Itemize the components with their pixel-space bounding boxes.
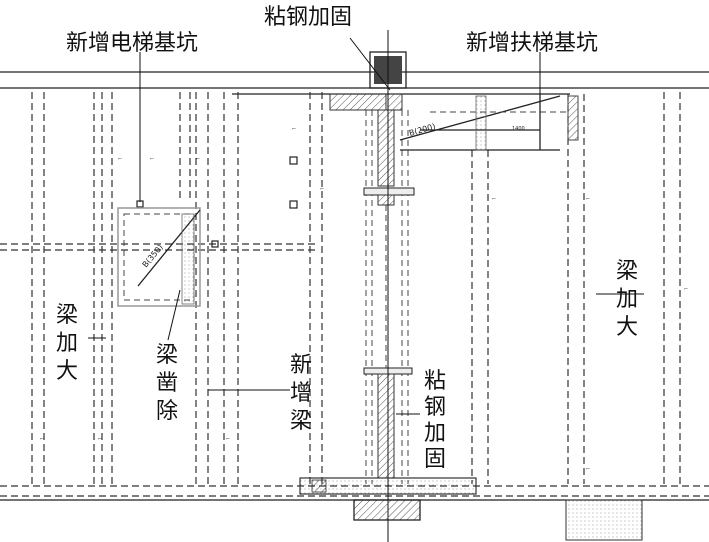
- svg-text:⌐: ⌐: [98, 436, 102, 442]
- beam-enlarge-left-1: 梁: [56, 303, 78, 328]
- dimension-label: 1400: [512, 126, 525, 132]
- steel-mid-4: 固: [424, 447, 446, 472]
- escalator-pit: B(200) 1400: [399, 94, 579, 151]
- svg-text:⌐: ⌐: [118, 156, 122, 162]
- escalator-pit-label: 新增扶梯基坑: [466, 31, 598, 56]
- beam-enlarge-right-1: 梁: [616, 259, 638, 284]
- leader-lines: [88, 37, 644, 415]
- svg-text:⌐: ⌐: [40, 436, 44, 442]
- beam-remove-3: 除: [156, 399, 178, 424]
- beam-enlarge-left-3: 大: [56, 359, 78, 384]
- bottom-column: [299, 477, 643, 541]
- steel-top-label: 粘钢加固: [264, 5, 352, 30]
- beam-marks: ⌐ ⌐ ⌐ ⌐ ⌐ ⌐ ⌐ ⌐ ⌐ ⌐ ⌐ ⌐: [40, 126, 688, 472]
- svg-text:⌐: ⌐: [320, 186, 324, 192]
- svg-text:⌐: ⌐: [150, 156, 154, 162]
- steel-reinforced-beam: [363, 30, 415, 542]
- elevator-section-label: B(350): [141, 243, 165, 269]
- top-beam: [0, 71, 709, 95]
- beam-remove-1: 梁: [156, 343, 178, 368]
- steel-mid-1: 粘: [424, 369, 446, 394]
- steel-mid-2: 钢: [424, 395, 446, 420]
- steel-mid-3: 加: [424, 421, 446, 446]
- beam-enlarge-left-2: 加: [56, 331, 78, 356]
- new-beam-1: 新: [290, 353, 312, 378]
- svg-text:⌐: ⌐: [196, 156, 200, 162]
- svg-text:⌐: ⌐: [292, 126, 296, 132]
- svg-text:⌐: ⌐: [586, 196, 590, 202]
- new-beam-2: 增: [290, 381, 312, 406]
- labels: 新增电梯基坑 粘钢加固 新增扶梯基坑 梁 加 大 梁 加 大 梁 凿 除 新 增…: [56, 5, 638, 472]
- elevator-pit: B(350): [117, 207, 201, 307]
- svg-text:⌐: ⌐: [492, 196, 496, 202]
- svg-text:⌐: ⌐: [684, 286, 688, 292]
- beam-remove-2: 凿: [156, 371, 178, 396]
- small-squares: [136, 156, 298, 248]
- secondary-beam-horizontal: [0, 243, 318, 251]
- svg-text:⌐: ⌐: [226, 436, 230, 442]
- new-beam-3: 梁: [290, 409, 312, 434]
- svg-text:⌐: ⌐: [586, 466, 590, 472]
- elevator-pit-label: 新增电梯基坑: [66, 31, 198, 56]
- escalator-section-label: B(200): [408, 122, 436, 138]
- beam-enlarge-right-3: 大: [616, 315, 638, 340]
- vertical-beams: [31, 92, 681, 484]
- beam-enlarge-right-2: 加: [616, 287, 638, 312]
